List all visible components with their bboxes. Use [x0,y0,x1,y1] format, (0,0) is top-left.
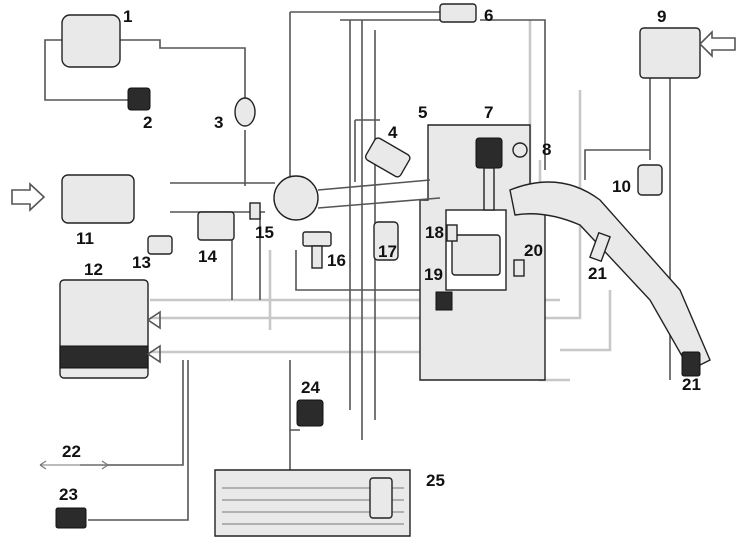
callout-1: 1 [123,7,132,26]
fuel-filter: 17 [373,221,399,261]
callout-11: 11 [76,229,94,248]
callout-21a: 21 [588,264,607,283]
callout-14: 14 [198,247,217,266]
callout-23: 23 [59,485,78,504]
knock-sensor: 18 [425,223,458,242]
air-valve: 10 [612,164,663,196]
intake-plenum [273,175,441,221]
pipe-lines [40,11,671,521]
engine-control-unit: 12 [59,260,161,379]
callout-16: 16 [327,251,346,270]
callout-12: 12 [84,260,103,279]
callout-8: 8 [542,140,551,159]
fuel-pressure-regulator: 16 [302,231,346,270]
throttle-body: 14 [197,211,235,266]
fuel-pump-relay: 24 [296,378,324,427]
callout-13: 13 [132,253,151,272]
callout-10: 10 [612,177,631,196]
secondary-air-pump: 9 [639,7,736,79]
callout-9: 9 [657,7,666,26]
ignition-coil: 7 [475,103,503,211]
callout-21b: 21 [682,375,701,394]
callout-5: 5 [418,103,427,122]
diagnostic-line: 22 [39,442,109,470]
callout-15: 15 [255,223,274,242]
callout-7: 7 [484,103,493,122]
pressure-sensor: 13 [132,235,173,272]
charcoal-canister: 1 [61,7,132,68]
callout-4: 4 [388,123,398,142]
connector: 23 [55,485,87,529]
fuel-tank: 25 [214,469,445,537]
callout-6: 6 [484,6,493,25]
crankshaft-sensor: 19 [424,265,453,311]
callout-3: 3 [214,113,223,132]
callout-24: 24 [301,378,320,397]
purge-valve: 2 [127,87,152,132]
callout-25: 25 [426,471,445,490]
callout-20: 20 [524,241,543,260]
callout-17: 17 [378,242,397,261]
callout-22: 22 [62,442,81,461]
air-filter: 11 [11,174,135,248]
camshaft-sensor: 8 [512,140,551,159]
check-valve: 3 [214,97,256,132]
lambda-sensor-upstream: 21 [588,231,611,283]
intake-air-temperature-sensor: 15 [249,202,274,242]
temperature-sensor-6: 6 [439,3,493,25]
injector: 4 [364,123,411,178]
coolant-temperature-sensor: 20 [513,241,543,277]
callout-2: 2 [143,113,152,132]
lambda-sensor-downstream: 21 [681,351,701,394]
callout-19: 19 [424,265,443,284]
callout-18: 18 [425,223,444,242]
